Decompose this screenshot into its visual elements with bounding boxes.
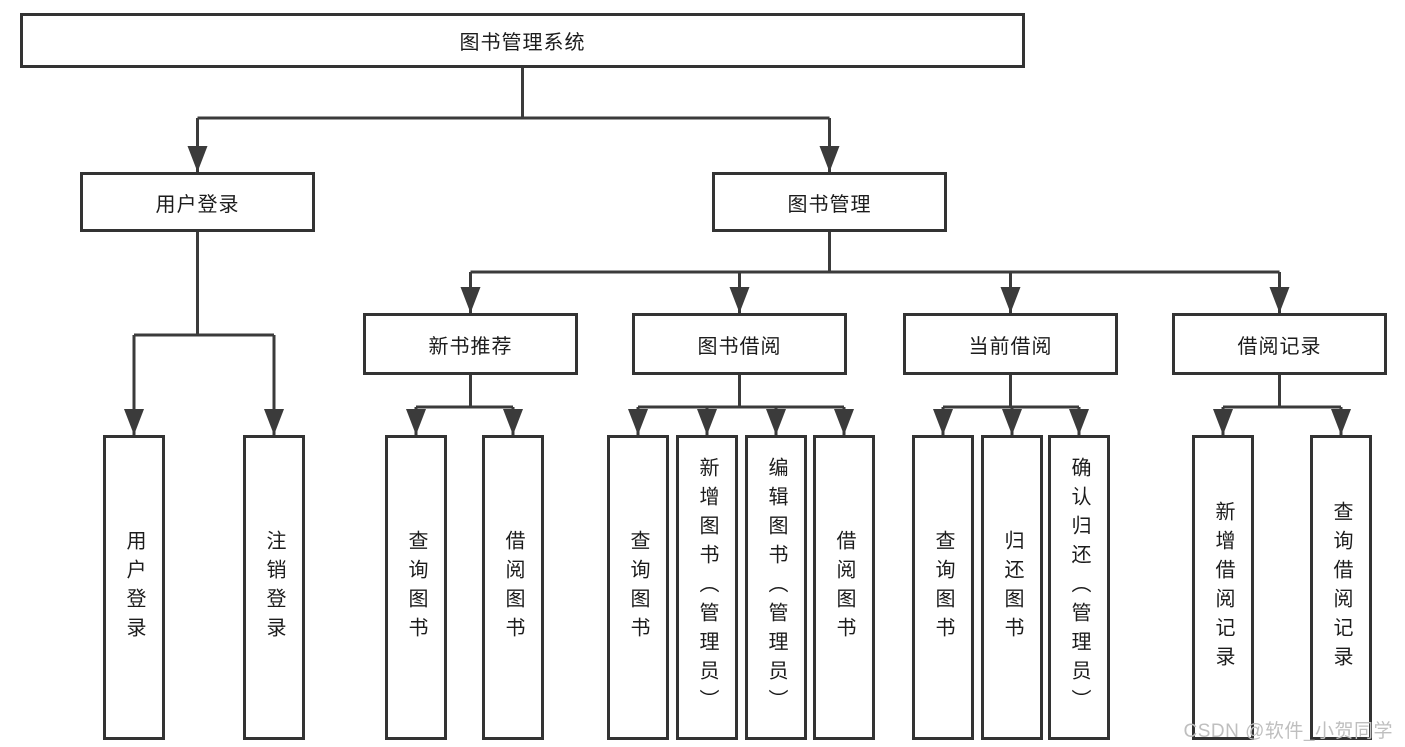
node-root-system: 图书管理系统 [20, 13, 1025, 68]
leaf-query-borrow-record: 查询借阅记录 [1310, 435, 1372, 740]
node-new-book-recommend-label: 新书推荐 [428, 335, 513, 358]
leaf-add-borrow-record-label: 新增借阅记录 [1212, 500, 1234, 675]
leaf-query-books-recommend: 查询图书 [385, 435, 447, 740]
leaf-return-book-label: 归还图书 [1001, 529, 1023, 646]
node-book-management-branch: 图书管理 [712, 172, 947, 232]
leaf-add-book-admin: 新增图书（管理员） [676, 435, 738, 740]
node-user-login-branch-label: 用户登录 [155, 193, 240, 216]
node-current-borrow: 当前借阅 [903, 313, 1118, 375]
leaf-user-login-label: 用户登录 [123, 529, 145, 646]
leaf-add-borrow-record: 新增借阅记录 [1192, 435, 1254, 740]
leaf-borrow-books-label: 借阅图书 [833, 529, 855, 646]
leaf-query-books-recommend-label: 查询图书 [405, 529, 427, 646]
leaf-confirm-return-admin-label: 确认归还（管理员） [1068, 457, 1090, 718]
node-root-label: 图书管理系统 [459, 32, 586, 54]
node-book-management-branch-label: 图书管理 [787, 193, 872, 216]
node-current-borrow-label: 当前借阅 [968, 335, 1053, 358]
leaf-logout: 注销登录 [243, 435, 305, 740]
node-new-book-recommend: 新书推荐 [363, 313, 578, 375]
leaf-query-books-current-label: 查询图书 [932, 529, 954, 646]
leaf-borrow-books-recommend-label: 借阅图书 [502, 529, 524, 646]
leaf-borrow-books: 借阅图书 [813, 435, 875, 740]
leaf-query-books-borrow: 查询图书 [607, 435, 669, 740]
node-book-borrow: 图书借阅 [632, 313, 847, 375]
leaf-return-book: 归还图书 [981, 435, 1043, 740]
leaf-edit-book-admin-label: 编辑图书（管理员） [765, 457, 787, 718]
leaf-query-borrow-record-label: 查询借阅记录 [1330, 500, 1352, 675]
leaf-borrow-books-recommend: 借阅图书 [482, 435, 544, 740]
leaf-logout-label: 注销登录 [263, 529, 285, 646]
node-book-borrow-label: 图书借阅 [697, 335, 782, 358]
leaf-user-login: 用户登录 [103, 435, 165, 740]
leaf-query-books-current: 查询图书 [912, 435, 974, 740]
node-borrow-records: 借阅记录 [1172, 313, 1387, 375]
node-borrow-records-label: 借阅记录 [1237, 335, 1322, 358]
node-user-login-branch: 用户登录 [80, 172, 315, 232]
leaf-query-books-borrow-label: 查询图书 [627, 529, 649, 646]
leaf-edit-book-admin: 编辑图书（管理员） [745, 435, 807, 740]
leaf-confirm-return-admin: 确认归还（管理员） [1048, 435, 1110, 740]
leaf-add-book-admin-label: 新增图书（管理员） [696, 457, 718, 718]
